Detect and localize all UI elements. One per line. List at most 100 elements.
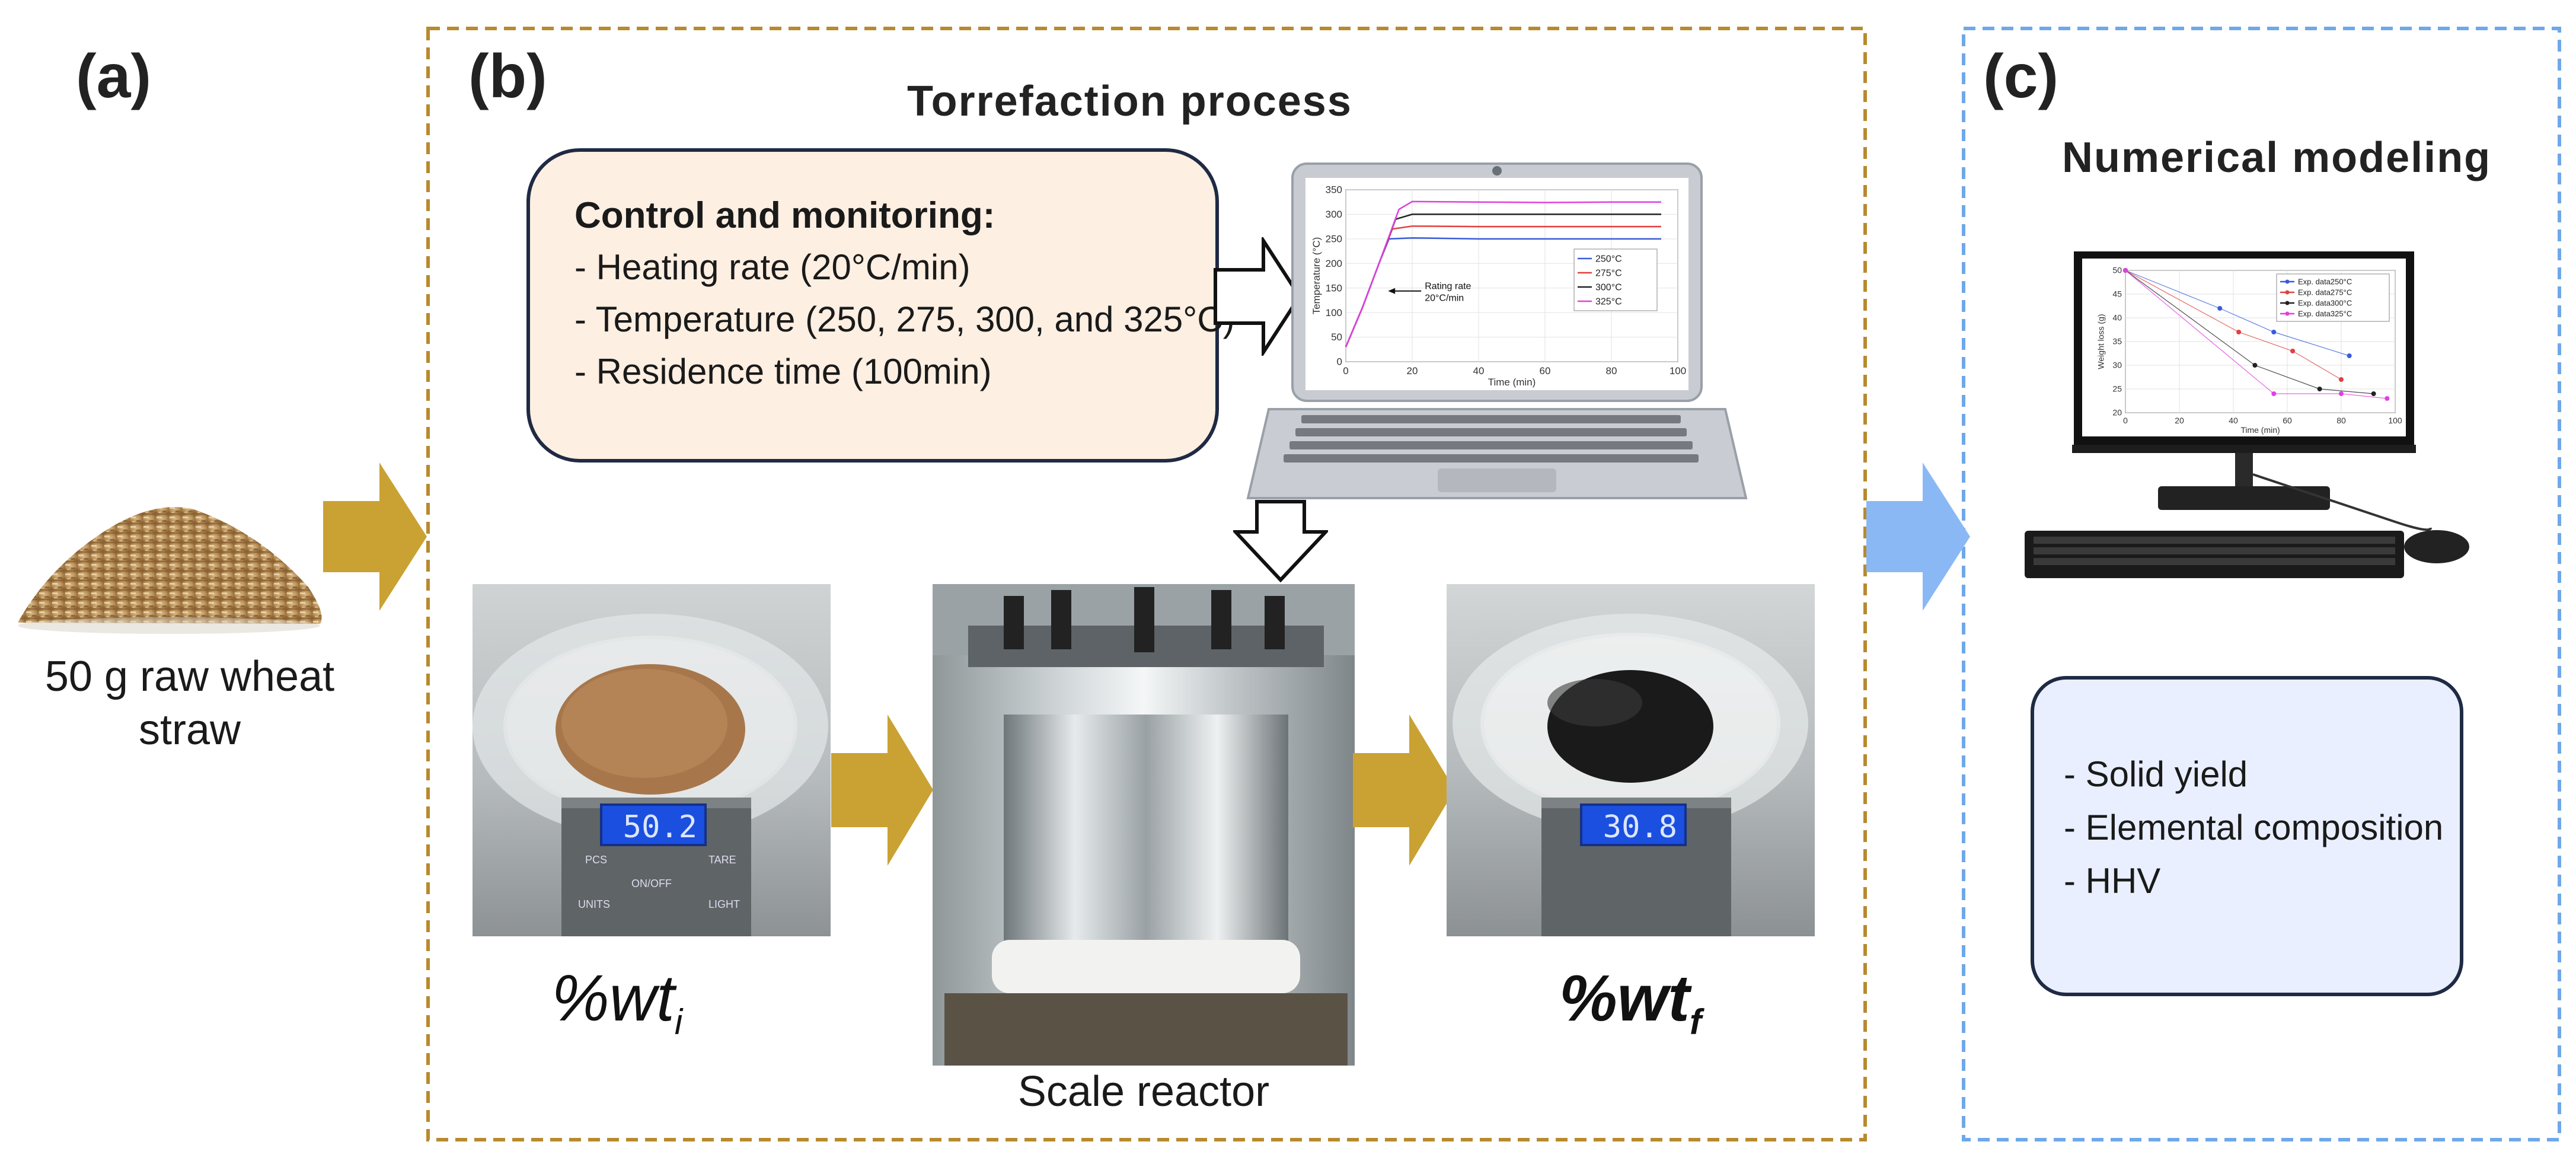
x-tick-label: 0 [2123, 416, 2128, 425]
output-solid-yield: - Solid yield [2064, 754, 2248, 794]
legend-label: 275°C [1595, 268, 1622, 278]
arrow-laptop-to-reactor [1233, 500, 1328, 582]
data-point [2371, 391, 2376, 396]
x-axis-label: Time (min) [1488, 377, 1536, 388]
legend-label: Exp. data275°C [2298, 288, 2352, 296]
panel-a-label: (a) [76, 42, 152, 111]
legend-label: Exp. data250°C [2298, 277, 2352, 286]
x-tick-label: 100 [2388, 416, 2402, 425]
data-point [2385, 396, 2390, 401]
x-tick-label: 20 [1407, 365, 1418, 377]
panel-c-label: (c) [1983, 42, 2059, 111]
data-point [2347, 353, 2352, 358]
series-fit-line [2125, 270, 2350, 356]
output-elemental-composition: - Elemental composition [2064, 808, 2444, 847]
y-tick-label: 30 [2112, 361, 2122, 370]
panel-b-label: (b) [468, 42, 547, 111]
panel-c-title: Numerical modeling [2062, 134, 2492, 181]
x-tick-label: 20 [2175, 416, 2184, 425]
series-fit-line [2125, 270, 2374, 394]
scale-button-units: UNITS [578, 898, 610, 910]
initial-weight-label: %wti [551, 962, 683, 1042]
scale-button-onoff: ON/OFF [631, 878, 672, 889]
control-title: Control and monitoring: [574, 195, 995, 236]
arrow-a-to-b [323, 463, 427, 611]
initial-sample-photo: 50.2 PCS TARE ON/OFF UNITS LIGHT [473, 584, 831, 936]
data-point [2290, 349, 2296, 353]
y-tick-label: 100 [1326, 307, 1342, 318]
scale-button-light: LIGHT [708, 898, 740, 910]
x-tick-label: 80 [2336, 416, 2346, 425]
scale-button-pcs: PCS [585, 854, 608, 866]
x-tick-label: 40 [2229, 416, 2238, 425]
y-tick-label: 40 [2112, 313, 2122, 323]
wheat-straw-pile-image [18, 507, 322, 634]
data-point [2217, 306, 2223, 311]
legend-box [1573, 248, 1658, 311]
y-tick-label: 50 [2112, 266, 2122, 275]
x-tick-label: 60 [2283, 416, 2292, 425]
x-tick-label: 100 [1670, 365, 1686, 377]
arrow-control-to-laptop [1214, 237, 1302, 356]
control-item-temperature: - Temperature (250, 275, 300, and 325°C) [574, 299, 1235, 339]
legend-label: Exp. data325°C [2298, 309, 2352, 318]
data-point [2271, 391, 2277, 396]
data-point [2252, 363, 2258, 368]
y-tick-label: 35 [2112, 337, 2122, 346]
x-axis-label: Time (min) [2240, 425, 2280, 435]
y-tick-label: 20 [2112, 408, 2122, 417]
control-item-heating-rate: - Heating rate (20°C/min) [574, 247, 971, 287]
arrow-initial-to-reactor [831, 715, 933, 866]
arrow-reactor-to-final [1353, 715, 1455, 866]
data-point [2271, 330, 2277, 334]
annotation-arrowhead [1388, 288, 1396, 294]
series-fit-line [2125, 270, 2387, 399]
data-point [2339, 391, 2344, 396]
y-tick-label: 50 [1331, 331, 1342, 343]
legend-marker [2285, 290, 2290, 295]
legend-label: 325°C [1595, 296, 1622, 307]
final-sample-photo: 30.8 [1447, 584, 1815, 936]
final-weight-label: %wtf [1559, 962, 1702, 1042]
legend-box [2276, 273, 2390, 322]
y-tick-label: 250 [1326, 234, 1342, 245]
legend-label: Exp. data300°C [2298, 298, 2352, 307]
y-axis-label: Temperature (°C) [1311, 237, 1322, 315]
scale-reactor-caption: Scale reactor [1017, 1068, 1270, 1115]
scale-display-final: 30.8 [1580, 803, 1687, 846]
data-point [2317, 387, 2322, 391]
scale-button-tare: TARE [708, 854, 736, 866]
output-hhv: - HHV [2064, 861, 2161, 901]
data-point [2123, 268, 2128, 273]
x-tick-label: 0 [1343, 365, 1348, 377]
legend-label: 250°C [1595, 254, 1622, 264]
annotation-text-line1: Rating rate [1425, 282, 1471, 292]
x-tick-label: 60 [1540, 365, 1551, 377]
y-tick-label: 0 [1337, 356, 1342, 368]
control-item-residence-time: - Residence time (100min) [574, 352, 992, 391]
panel-b-title: Torrefaction process [907, 78, 1352, 125]
legend-marker [2285, 311, 2290, 316]
x-tick-label: 40 [1473, 365, 1485, 377]
scale-reactor-photo [933, 584, 1355, 1066]
y-tick-label: 150 [1326, 282, 1342, 294]
annotation-text-line2: 20°C/min [1425, 294, 1464, 304]
y-tick-label: 45 [2112, 289, 2122, 299]
arrow-b-to-c [1866, 463, 1970, 611]
series-fit-line [2125, 270, 2342, 380]
legend-marker [2285, 279, 2290, 284]
y-axis-label: Weight loss (g) [2096, 314, 2106, 369]
y-tick-label: 25 [2112, 384, 2122, 394]
legend-marker [2285, 301, 2290, 305]
y-tick-label: 350 [1326, 184, 1342, 196]
legend-label: 300°C [1595, 282, 1622, 292]
x-tick-label: 80 [1606, 365, 1617, 377]
model-outputs-box: - Solid yield - Elemental composition - … [2031, 676, 2463, 996]
y-tick-label: 200 [1326, 258, 1342, 269]
scale-display-initial: 50.2 [600, 803, 707, 846]
series-line [1345, 200, 1661, 347]
